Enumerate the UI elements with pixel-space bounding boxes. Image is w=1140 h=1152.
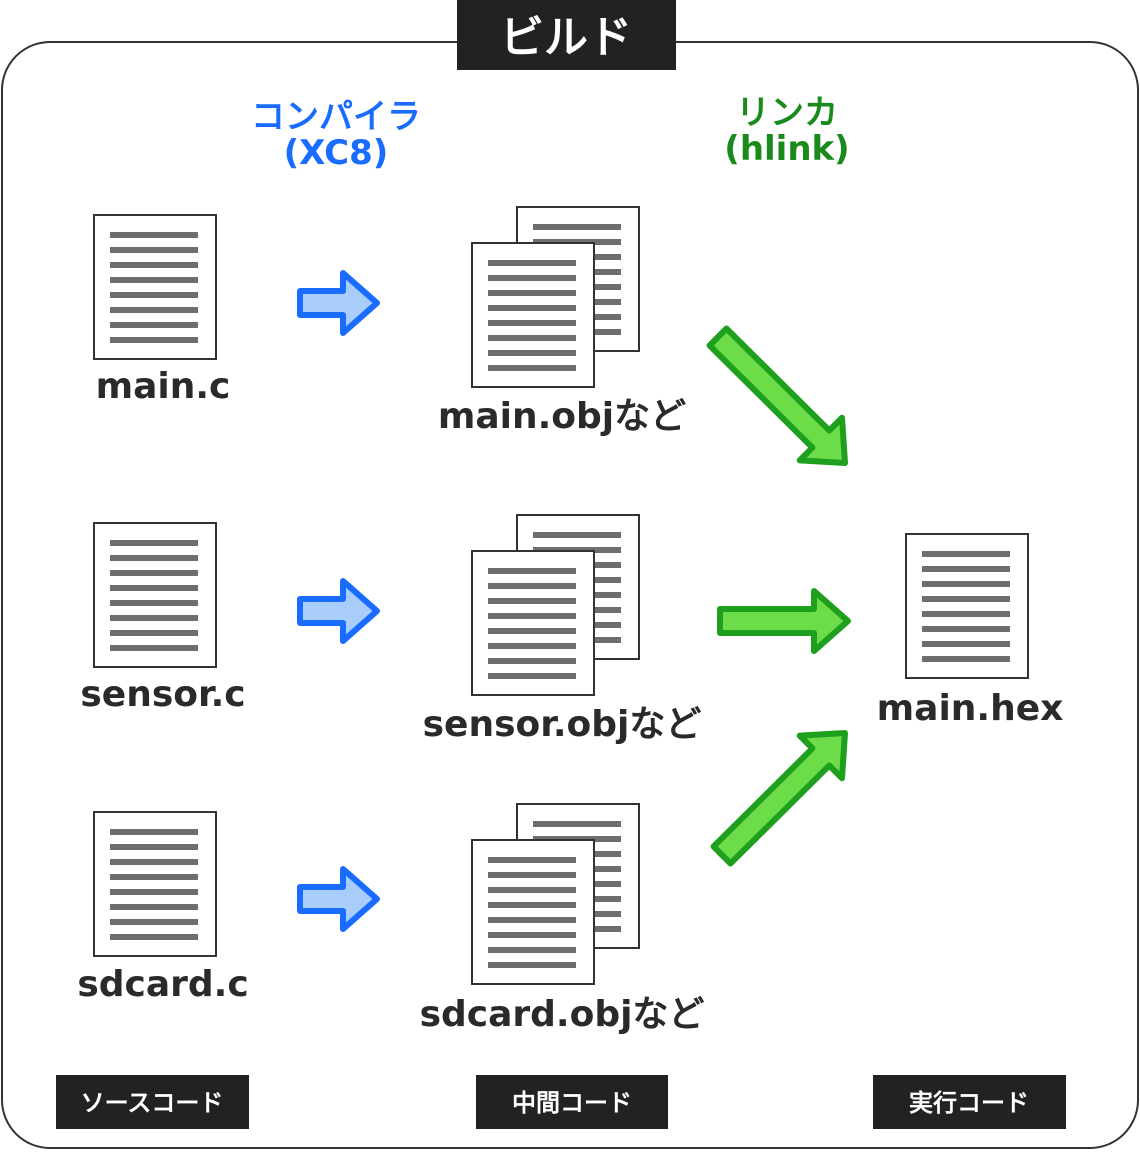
document-line xyxy=(110,277,198,283)
document-page xyxy=(471,550,595,696)
compiler-name: (XC8) xyxy=(284,133,389,173)
document-line xyxy=(110,540,198,546)
document-line xyxy=(110,600,198,606)
document-icon xyxy=(93,214,217,360)
document-line xyxy=(110,874,198,880)
object-label: sensor.objなど xyxy=(423,704,702,745)
document-line xyxy=(110,555,198,561)
document-line xyxy=(110,247,198,253)
document-line xyxy=(488,568,576,574)
document-line xyxy=(922,611,1010,617)
document-line xyxy=(110,630,198,636)
document-line xyxy=(488,673,576,679)
document-line xyxy=(488,305,576,311)
document-line xyxy=(110,889,198,895)
document-page xyxy=(471,839,595,985)
document-line xyxy=(488,350,576,356)
document-line xyxy=(110,232,198,238)
document-line xyxy=(488,275,576,281)
document-line xyxy=(488,628,576,634)
document-line xyxy=(110,570,198,576)
document-line xyxy=(488,365,576,371)
document-line xyxy=(922,551,1010,557)
object-label: main.objなど xyxy=(438,396,686,437)
document-icon xyxy=(905,533,1029,679)
link-arrow xyxy=(710,730,848,867)
source-label: main.c xyxy=(96,366,231,407)
document-line xyxy=(922,566,1010,572)
link-arrow xyxy=(706,325,848,467)
compiler-label: コンパイラ xyxy=(251,97,421,137)
tag-box xyxy=(476,1075,668,1129)
document-page xyxy=(471,242,595,388)
link-arrow xyxy=(717,588,851,654)
document-line xyxy=(488,260,576,266)
output-label: main.hex xyxy=(877,688,1064,729)
document-line xyxy=(488,613,576,619)
title: ビルド xyxy=(500,12,632,63)
document-line xyxy=(488,857,576,863)
document-line xyxy=(110,262,198,268)
document-icon xyxy=(471,839,595,985)
document-line xyxy=(110,337,198,343)
document-line xyxy=(533,224,621,230)
document-line xyxy=(488,872,576,878)
category-executable: 実行コード xyxy=(909,1089,1029,1117)
linker-name: (hlink) xyxy=(724,129,849,169)
tag-box xyxy=(56,1075,249,1129)
source-label: sdcard.c xyxy=(77,964,248,1005)
document-line xyxy=(110,829,198,835)
document-page xyxy=(93,214,217,360)
document-line xyxy=(110,934,198,940)
document-line xyxy=(488,947,576,953)
document-line xyxy=(488,962,576,968)
document-line xyxy=(488,658,576,664)
document-line xyxy=(488,320,576,326)
source-label: sensor.c xyxy=(80,674,245,715)
compile-arrow xyxy=(297,866,380,932)
document-line xyxy=(110,292,198,298)
document-line xyxy=(922,581,1010,587)
tag-box xyxy=(873,1075,1066,1129)
document-line xyxy=(110,585,198,591)
document-page xyxy=(93,522,217,668)
document-line xyxy=(533,532,621,538)
document-line xyxy=(110,322,198,328)
document-line xyxy=(488,290,576,296)
document-line xyxy=(922,596,1010,602)
category-intermediate: 中間コード xyxy=(512,1089,632,1117)
object-label: sdcard.objなど xyxy=(420,994,705,1035)
document-line xyxy=(110,307,198,313)
document-line xyxy=(488,583,576,589)
document-line xyxy=(110,645,198,651)
compile-arrow xyxy=(297,270,380,336)
document-page xyxy=(905,533,1029,679)
document-line xyxy=(110,844,198,850)
document-line xyxy=(488,887,576,893)
document-line xyxy=(488,917,576,923)
compile-arrow xyxy=(297,578,380,644)
category-source: ソースコード xyxy=(81,1089,224,1117)
linker-label: リンカ xyxy=(736,93,838,133)
document-icon xyxy=(471,242,595,388)
document-line xyxy=(488,598,576,604)
document-line xyxy=(488,902,576,908)
document-line xyxy=(533,821,621,827)
document-line xyxy=(922,656,1010,662)
title-box xyxy=(457,0,676,70)
document-line xyxy=(110,904,198,910)
document-line xyxy=(110,919,198,925)
document-icon xyxy=(471,550,595,696)
document-line xyxy=(110,859,198,865)
document-page xyxy=(93,811,217,957)
document-line xyxy=(110,615,198,621)
document-line xyxy=(488,335,576,341)
document-icon xyxy=(93,522,217,668)
document-line xyxy=(488,643,576,649)
document-icon xyxy=(93,811,217,957)
document-line xyxy=(922,626,1010,632)
document-line xyxy=(488,932,576,938)
document-line xyxy=(922,641,1010,647)
